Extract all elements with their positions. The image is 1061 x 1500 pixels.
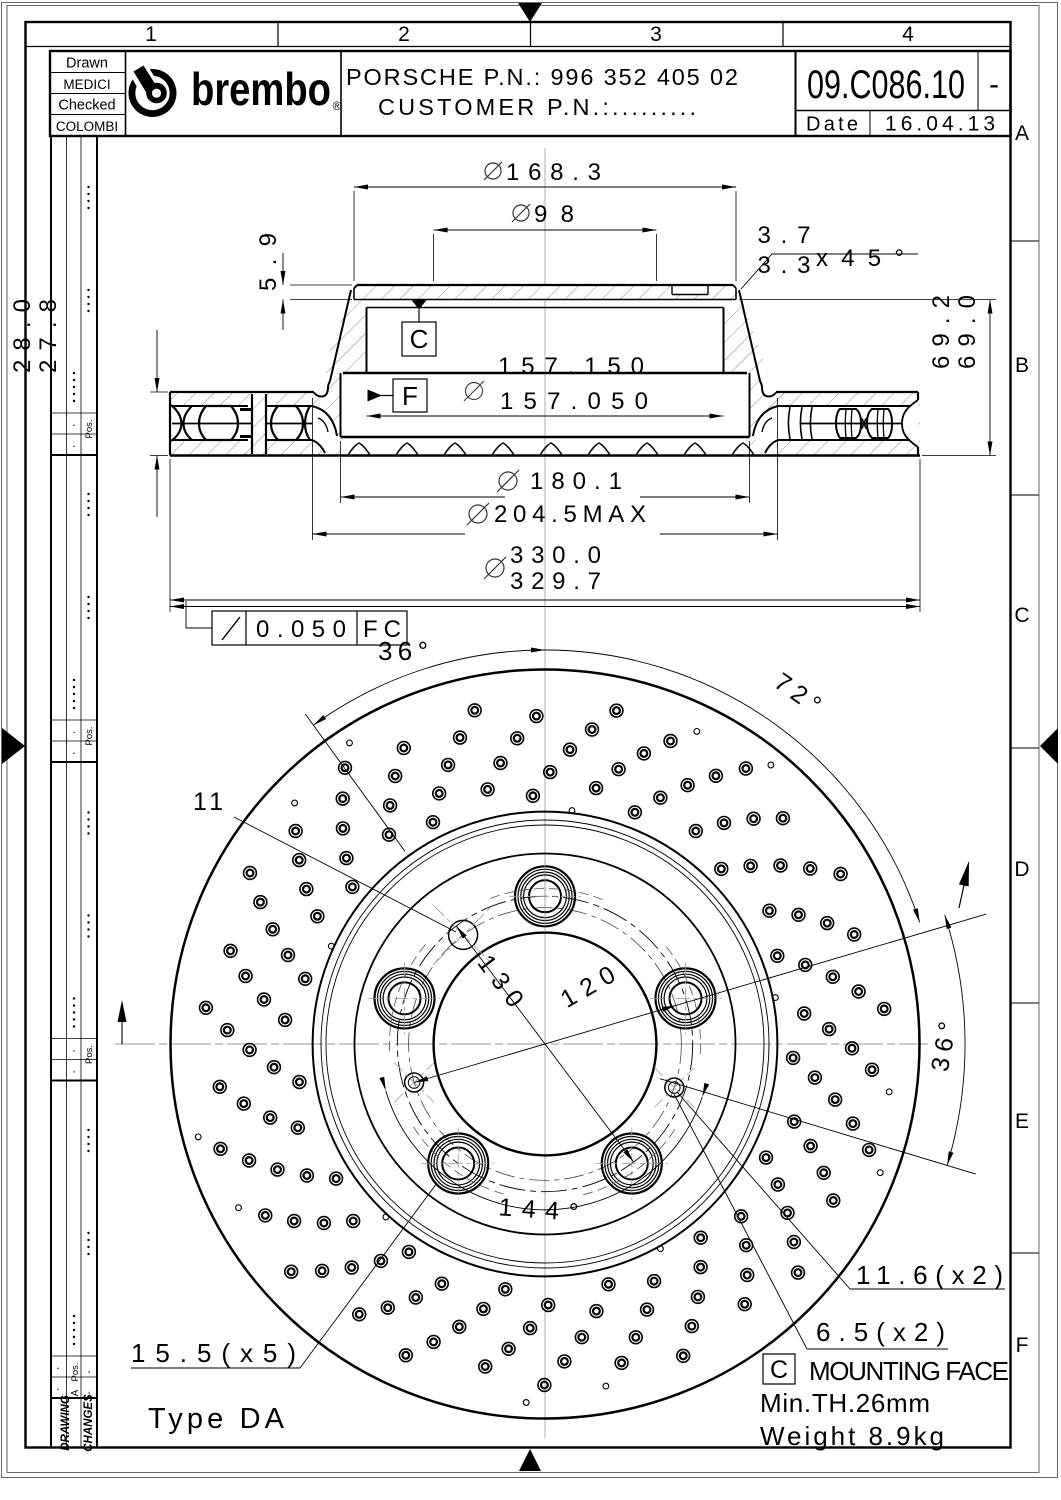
svg-text:-: - — [84, 1391, 95, 1394]
svg-text:C: C — [410, 324, 429, 354]
svg-text:.: . — [56, 1379, 59, 1393]
svg-text:F: F — [1016, 1334, 1029, 1357]
svg-text:Pos.: Pos. — [84, 1045, 95, 1064]
svg-text:brembo: brembo — [191, 63, 331, 115]
svg-text:D: D — [1014, 858, 1029, 881]
svg-text:Weight 8.9kg: Weight 8.9kg — [760, 1421, 944, 1451]
svg-text:3.3: 3.3 — [758, 252, 811, 279]
svg-text:®: ® — [333, 99, 342, 113]
svg-text:COLOMBI: COLOMBI — [56, 119, 118, 134]
svg-text:MOUNTING FACE: MOUNTING FACE — [809, 1356, 1009, 1386]
svg-text:-: - — [989, 68, 999, 101]
svg-text:DRAWING: DRAWING — [60, 1395, 72, 1451]
svg-text:.: . — [72, 1062, 75, 1076]
svg-text:.: . — [72, 1041, 75, 1055]
svg-text:5.9: 5.9 — [255, 233, 282, 291]
svg-text:C: C — [770, 1356, 788, 1384]
svg-text:-: - — [84, 1370, 95, 1373]
svg-text:.: . — [72, 722, 75, 736]
svg-text:Drawn: Drawn — [66, 56, 108, 72]
svg-text:MEDICI: MEDICI — [63, 77, 110, 92]
svg-text:E: E — [1015, 1110, 1029, 1133]
svg-text:157.150: 157.150 — [498, 353, 644, 380]
svg-text:F: F — [402, 381, 418, 411]
svg-text:A: A — [70, 1389, 81, 1396]
svg-text:Pos.: Pos. — [70, 1362, 81, 1381]
svg-text:36°: 36° — [378, 636, 428, 666]
svg-text:CUSTOMER P.N.:.........: CUSTOMER P.N.:......... — [378, 94, 696, 120]
svg-text:Type DA: Type DA — [148, 1403, 285, 1435]
svg-text:3.7: 3.7 — [758, 222, 811, 249]
svg-text:C: C — [1014, 604, 1029, 627]
svg-text:157.050: 157.050 — [500, 388, 648, 415]
svg-text:CHANGES: CHANGES — [83, 1394, 95, 1452]
svg-text:Checked: Checked — [58, 98, 115, 114]
svg-text:.: . — [56, 1358, 59, 1372]
svg-text:PORSCHE P.N.: 996 352 405 02: PORSCHE P.N.: 996 352 405 02 — [346, 64, 738, 90]
svg-text:2: 2 — [398, 23, 410, 46]
svg-text:09.C086.10: 09.C086.10 — [807, 63, 965, 107]
svg-text:Min.TH.26mm: Min.TH.26mm — [760, 1388, 930, 1418]
svg-text:.: . — [72, 436, 75, 450]
svg-text:.: . — [72, 415, 75, 429]
svg-text:.: . — [72, 743, 75, 757]
svg-text:A: A — [1015, 122, 1029, 145]
svg-text:B: B — [1015, 354, 1029, 377]
svg-text:Date: Date — [806, 114, 858, 136]
svg-text:4: 4 — [902, 23, 914, 46]
svg-text:6.5(x2): 6.5(x2) — [816, 1317, 945, 1347]
svg-text:3: 3 — [650, 23, 662, 46]
svg-text:204.5MAX: 204.5MAX — [494, 501, 646, 528]
svg-text:Pos.: Pos. — [84, 726, 95, 745]
svg-text:1: 1 — [145, 23, 157, 46]
svg-text:Pos.: Pos. — [84, 419, 95, 438]
